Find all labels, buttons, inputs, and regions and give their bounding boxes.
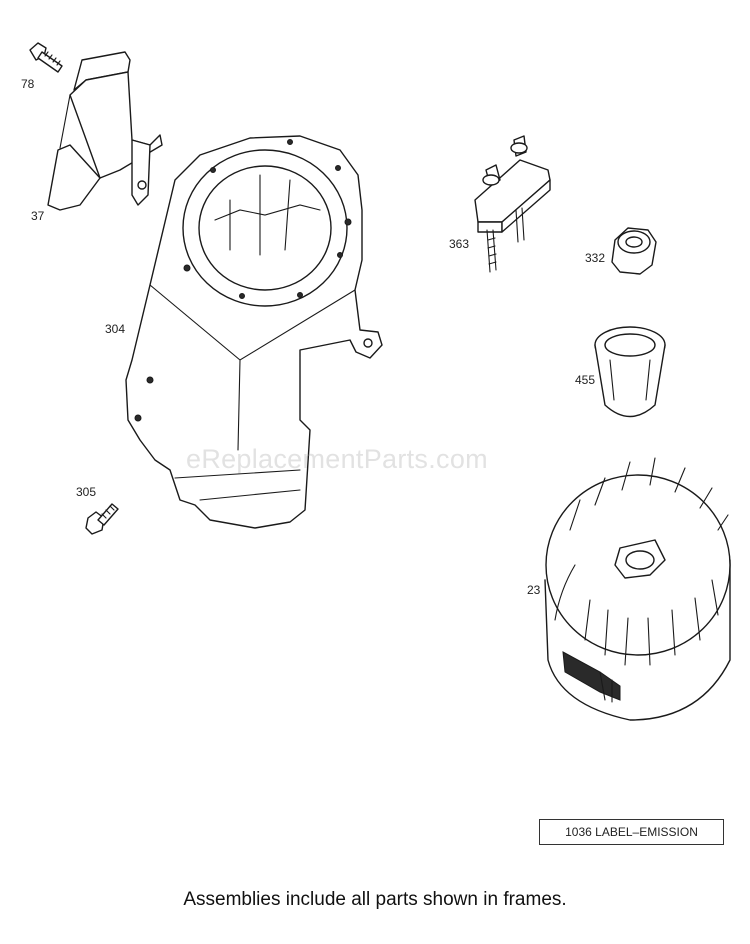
cup-455-drawing [594, 326, 666, 418]
screw-305-drawing [85, 503, 119, 535]
blower-housing-304-drawing [125, 135, 383, 529]
screw-78-drawing [29, 42, 63, 73]
frame-label-1036: 1036 LABEL–EMISSION [539, 819, 724, 845]
callout-305: 305 [76, 485, 97, 499]
callout-78: 78 [21, 77, 35, 91]
callout-332: 332 [585, 251, 606, 265]
bracket-363-drawing [474, 135, 551, 273]
callout-37: 37 [31, 209, 45, 223]
callout-363: 363 [449, 237, 470, 251]
callout-23: 23 [527, 583, 541, 597]
callout-304: 304 [105, 322, 126, 336]
flywheel-23-drawing [544, 457, 731, 721]
footer-note: Assemblies include all parts shown in fr… [183, 889, 567, 910]
nut-332-drawing [611, 227, 657, 275]
air-guide-37-drawing [47, 51, 163, 211]
watermark-text: eReplacementParts.com [186, 444, 488, 474]
callout-455: 455 [575, 373, 596, 387]
